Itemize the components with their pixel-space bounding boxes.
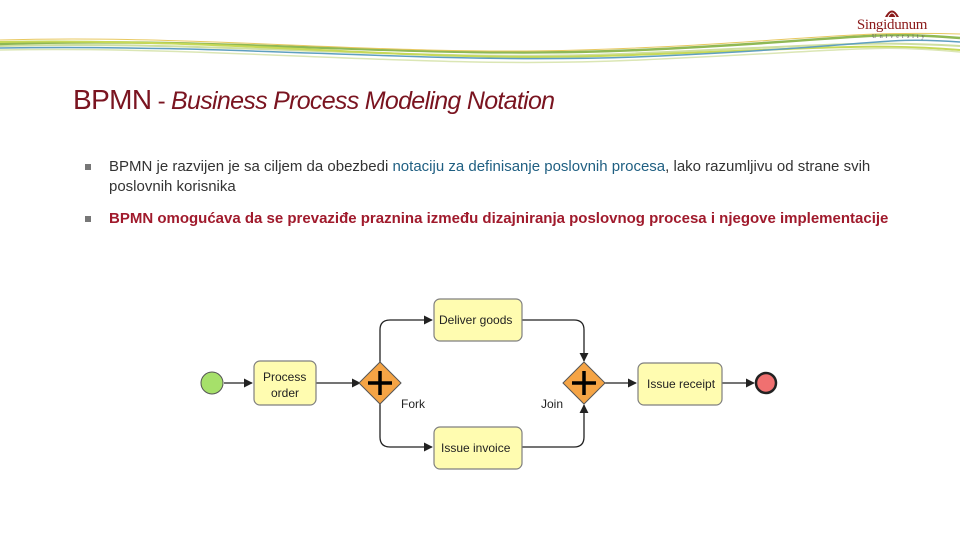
task-issue-receipt: Issue receipt: [637, 362, 723, 406]
slide-title: BPMN - Business Process Modeling Notatio…: [73, 82, 555, 120]
task-issue-receipt-label: Issue receipt: [647, 377, 716, 391]
gateway-join: [562, 361, 606, 405]
task-deliver-goods-label: Deliver goods: [439, 313, 512, 327]
logo-name: Singidunum: [856, 17, 928, 33]
flow-fork-to-deliver: [379, 315, 433, 363]
start-event: [200, 371, 224, 395]
gateway-fork-plus-icon: [368, 371, 392, 395]
task-deliver-goods: Deliver goods: [433, 298, 523, 342]
logo-subtitle: University: [872, 33, 928, 40]
bullet-marker-icon: [85, 164, 91, 170]
task-process-order-label-1: Process: [263, 370, 306, 384]
title-subtitle: Business Process Modeling Notation: [171, 87, 555, 115]
bullet-marker-icon: [85, 216, 91, 222]
bullet-text: BPMN omogućava da se prevaziđe praznina …: [109, 210, 889, 227]
task-process-order: Process order: [253, 360, 317, 406]
title-main: BPMN: [73, 84, 152, 115]
sequence-flows: [224, 315, 755, 452]
fork-label: Fork: [401, 397, 426, 411]
task-issue-invoice-label: Issue invoice: [441, 441, 511, 455]
bullet-text-pre: BPMN je razvijen je sa ciljem da obezbed…: [109, 158, 393, 175]
flow-invoice-to-join: [522, 404, 589, 448]
title-separator: -: [151, 88, 172, 115]
university-logo: Singidunum University: [842, 8, 942, 40]
gateway-join-plus-icon: [572, 371, 596, 395]
flow-deliver-to-join: [522, 319, 589, 362]
bullet-text-post: , lako razumljivu od strane svih poslovn…: [109, 158, 871, 195]
bullet-list: BPMN je razvijen je sa ciljem da obezbed…: [85, 157, 895, 229]
flow-fork-to-invoice: [379, 403, 433, 452]
task-issue-invoice: Issue invoice: [433, 426, 523, 470]
gateway-fork: [358, 361, 402, 405]
join-label: Join: [541, 397, 563, 411]
end-event: [754, 371, 778, 395]
bullet-highlight: notaciju za definisanje poslovnih proces…: [392, 158, 666, 175]
header-wave-decoration: [0, 32, 960, 64]
bullet-item: BPMN je razvijen je sa ciljem da obezbed…: [85, 157, 895, 197]
logo-emblem-icon: [885, 10, 899, 18]
task-process-order-label-2: order: [271, 386, 299, 400]
bullet-item: BPMN omogućava da se prevaziđe praznina …: [85, 209, 895, 229]
